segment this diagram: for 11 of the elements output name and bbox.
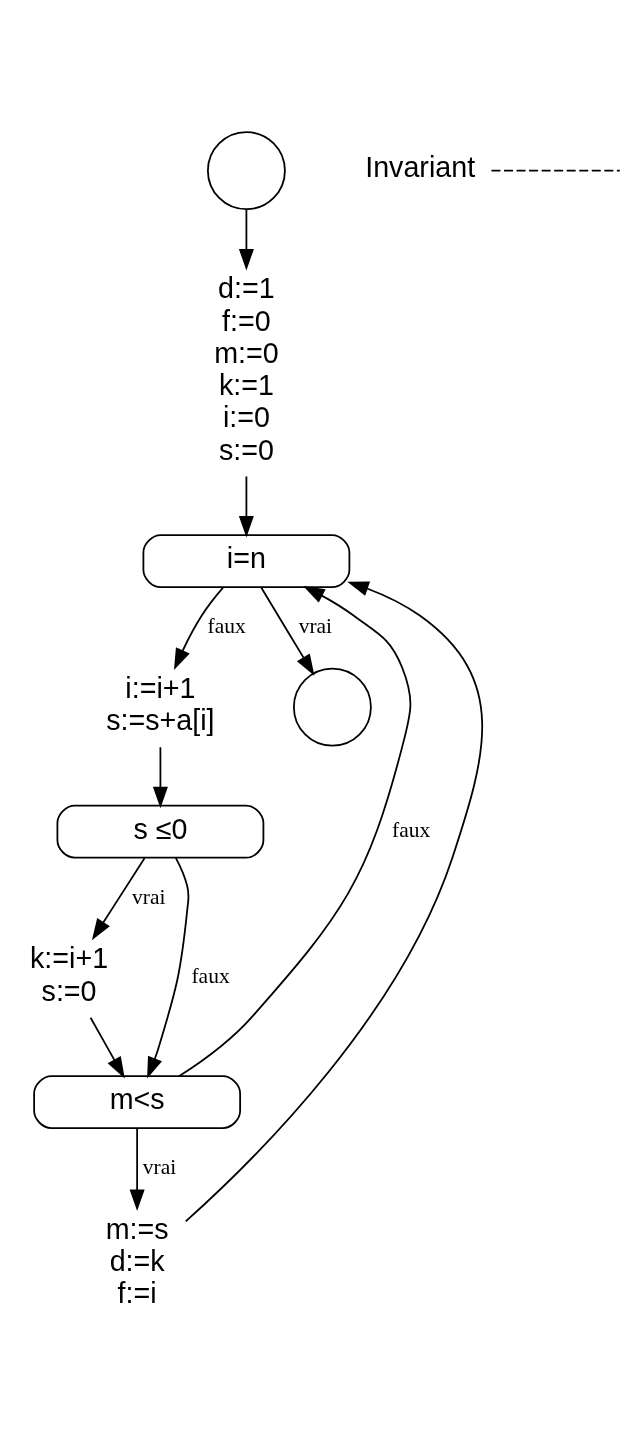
edge-label: vrai bbox=[298, 614, 333, 639]
node-text: i:=i+1 s:=s+a[i] bbox=[106, 671, 215, 737]
edge-label: vrai bbox=[132, 884, 166, 909]
edge-label: faux bbox=[191, 964, 230, 989]
node-text: m:=s d:=k f:=i bbox=[105, 1212, 169, 1310]
edge-label: faux bbox=[392, 818, 431, 843]
node-text: Invariant bbox=[365, 151, 476, 184]
node-text: d:=1 f:=0 m:=0 k:=1 i:=0 s:=0 bbox=[214, 272, 279, 466]
edge-label: vrai bbox=[142, 1155, 177, 1180]
node-text: k:=i+1 s:=0 bbox=[30, 942, 109, 1007]
edge-label: faux bbox=[207, 614, 246, 639]
